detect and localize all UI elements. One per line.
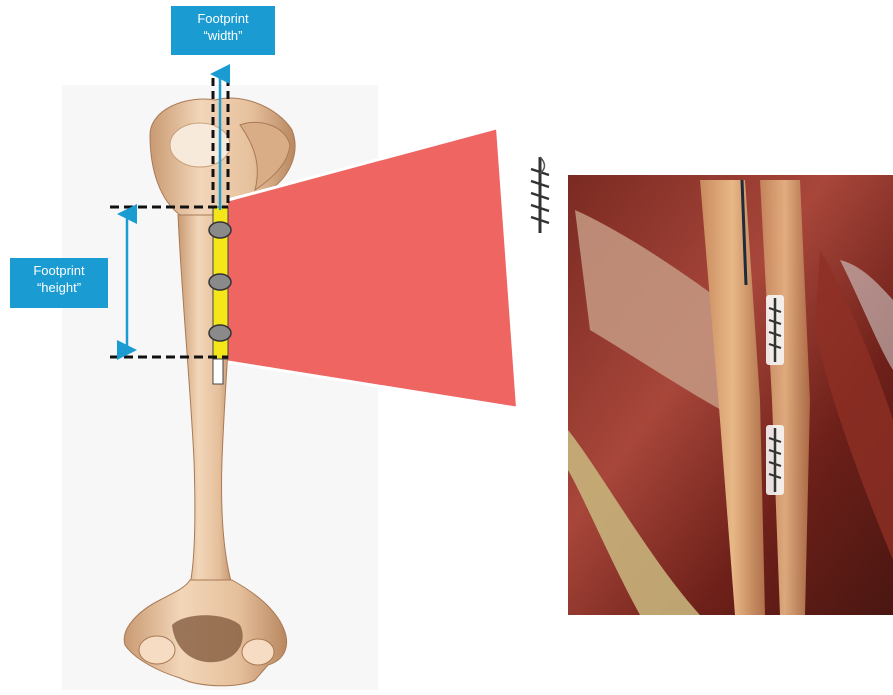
footprint-height-label-line1: Footprint [16, 262, 102, 279]
footprint-width-label: Footprint “width” [171, 6, 275, 55]
footprint-height-label: Footprint “height” [10, 258, 108, 308]
anchor-marker [209, 325, 231, 341]
dissection-photo [568, 175, 893, 615]
anchor-marker [209, 222, 231, 238]
footprint-width-label-line2: “width” [177, 27, 269, 44]
footprint-strip-extension [213, 359, 223, 384]
suture-anchor-icon [531, 157, 549, 233]
footprint-height-label-line2: “height” [16, 279, 102, 296]
footprint-width-label-line1: Footprint [177, 10, 269, 27]
anchor-marker [209, 274, 231, 290]
